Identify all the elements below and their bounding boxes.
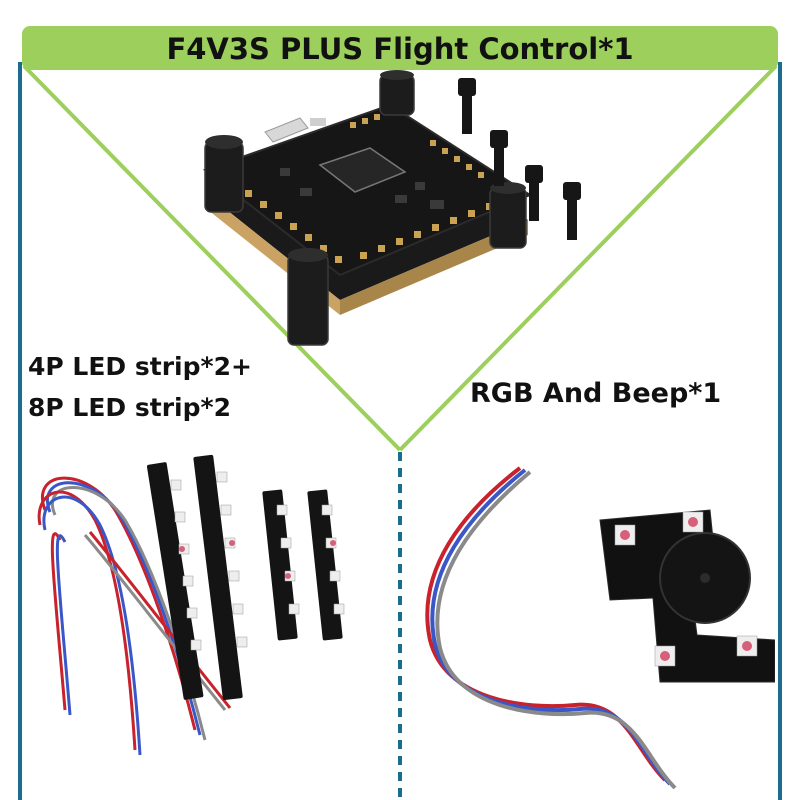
- led-strip-label-line2: 8P LED strip*2: [28, 393, 231, 422]
- rgb-beep-label: RGB And Beep*1: [470, 378, 722, 409]
- title-banner: F4V3S PLUS Flight Control*1: [22, 26, 778, 70]
- banner-title: F4V3S PLUS Flight Control*1: [166, 32, 634, 66]
- flight-controller-photo: [202, 70, 581, 346]
- rgb-beeper-photo: [425, 466, 775, 790]
- led-strip-cables-photo: [37, 454, 345, 756]
- led-strip-label-line1: 4P LED strip*2+: [28, 352, 252, 381]
